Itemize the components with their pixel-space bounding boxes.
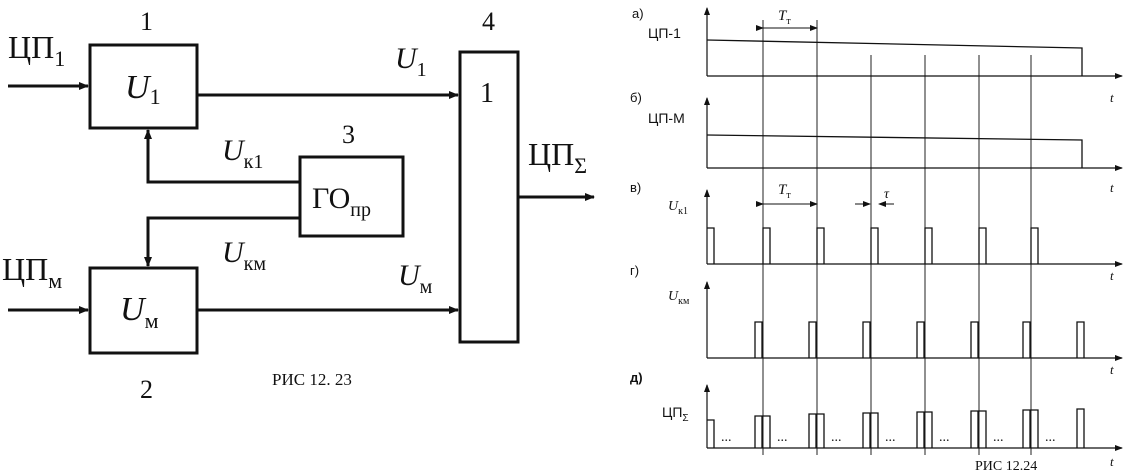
- um-label: Uм: [398, 259, 433, 298]
- row-b-signal: [706, 134, 1083, 168]
- svg-text:...: ...: [939, 430, 950, 445]
- ellipsis-marks: ... ... ... ... ... ... ...: [721, 430, 1056, 445]
- row-b-letter: б): [630, 90, 642, 105]
- caption-12-23: РИС 12. 23: [272, 370, 352, 389]
- timing-diagram: а) ЦП-1 t Tт б) ЦП-М t в) Uк1 t: [630, 6, 1123, 474]
- block-2-number: 2: [140, 375, 153, 404]
- block-1-number: 1: [140, 7, 153, 36]
- ukm-label: Uкм: [222, 236, 266, 275]
- period-label-c: Tт: [778, 182, 791, 201]
- svg-text:t: t: [1110, 180, 1114, 195]
- uk1-label: Uк1: [222, 134, 263, 173]
- row-a-letter: а): [632, 6, 644, 21]
- svg-text:...: ...: [993, 430, 1004, 445]
- time-gridlines: [762, 20, 1032, 455]
- block-1-label: U1: [125, 69, 161, 109]
- period-label-a: Tт: [778, 8, 791, 27]
- row-c-pulses: [707, 227, 1039, 264]
- u1-label: U1: [395, 42, 427, 81]
- svg-text:t: t: [1110, 362, 1114, 377]
- block-1-box: [88, 43, 199, 130]
- row-e: д) ЦПΣ t ... ... ... ... ... ... ...: [630, 370, 1123, 469]
- row-a: а) ЦП-1 t Tт: [632, 6, 1123, 105]
- block-2-label: Uм: [120, 291, 159, 333]
- input-1-label: ЦП1: [8, 29, 65, 71]
- block-4-label: 1: [480, 78, 494, 109]
- svg-text:t: t: [1110, 454, 1114, 469]
- row-d-pulses: [754, 321, 1085, 358]
- svg-text:...: ...: [1045, 430, 1056, 445]
- svg-text:...: ...: [885, 430, 896, 445]
- block-3-label: ГОпр: [312, 182, 371, 221]
- row-a-label: ЦП-1: [648, 25, 681, 41]
- svg-text:t: t: [1110, 90, 1114, 105]
- row-c-label: Uк1: [668, 199, 688, 217]
- svg-text:t: t: [1110, 268, 1114, 283]
- svg-text:...: ...: [721, 430, 732, 445]
- row-d: г) Uкм t: [630, 263, 1123, 377]
- input-m-label: ЦПм: [2, 251, 62, 293]
- block-diagram: 1 U1 2 Uм 3 ГОпр 4 1 ЦП1 ЦПм U1 Uм Uк1 U…: [2, 7, 595, 404]
- row-e-label: ЦПΣ: [662, 404, 689, 424]
- block-3-box: [298, 155, 405, 238]
- uk1-arrow: [144, 129, 300, 184]
- row-d-letter: г): [630, 263, 639, 278]
- output-label: ЦПΣ: [528, 136, 587, 178]
- block-3-number: 3: [342, 120, 355, 149]
- row-d-label: Uкм: [668, 289, 690, 307]
- block-4-number: 4: [482, 7, 495, 36]
- row-c: в) Uк1 t Tт τ: [630, 180, 1123, 283]
- svg-text:...: ...: [831, 430, 842, 445]
- row-e-letter: д): [630, 370, 643, 385]
- row-b-label: ЦП-М: [648, 110, 685, 126]
- row-a-signal: [706, 39, 1083, 76]
- row-c-letter: в): [630, 180, 641, 195]
- row-b: б) ЦП-М t: [630, 90, 1123, 195]
- ukm-arrow: [144, 216, 300, 267]
- caption-12-24: РИС 12.24: [975, 459, 1037, 474]
- svg-text:...: ...: [777, 430, 788, 445]
- row-e-pulses: [707, 408, 1085, 448]
- tau-label: τ: [884, 187, 890, 202]
